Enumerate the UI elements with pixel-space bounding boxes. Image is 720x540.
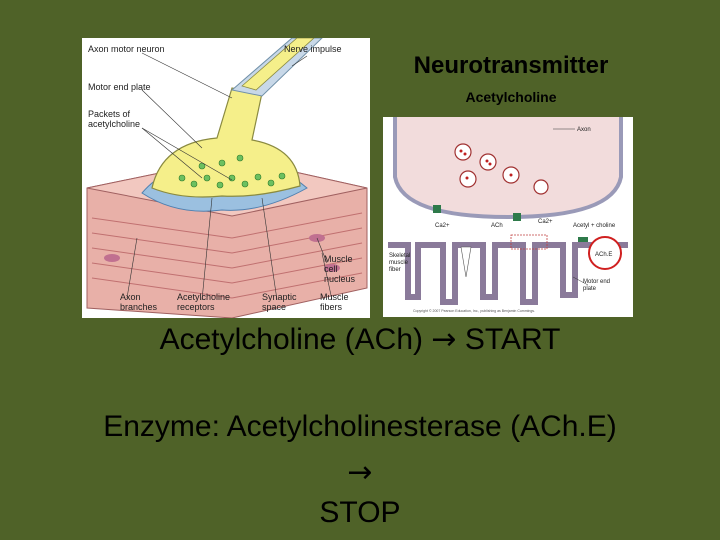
neuromuscular-junction-illustration: Axon motor neuron Nerve impulse Motor en… [86, 38, 368, 318]
ach-term: Acetylcholine (ACh) [159, 323, 424, 356]
label-axon-motor-neuron: Axon motor neuron [88, 44, 165, 54]
start-label: START [464, 323, 561, 356]
stop-label: STOP [319, 496, 401, 529]
label-ach-receptors-2: receptors [177, 302, 215, 312]
synapse-detail-illustration: Axon Ca2+ ACh Ca2+ Acetyl + choline Skel… [388, 117, 628, 313]
ache-highlight-circle [588, 236, 622, 270]
label-motor-end-1: Motor end [583, 279, 610, 285]
slide-title: Neurotransmitter [413, 52, 609, 79]
label-muscle-nucleus-1: Muscle [324, 254, 353, 264]
label-packets-1: Packets of [88, 109, 131, 119]
neuromuscular-junction-figure: Axon motor neuron Nerve impulse Motor en… [82, 38, 370, 318]
label-skeletal-2: muscle [389, 260, 409, 266]
label-ca-left: Ca2+ [435, 223, 450, 229]
label-synaptic-space-1: Synaptic [262, 292, 297, 302]
label-motor-end-2: plate [583, 286, 597, 292]
label-synaptic-space-2: space [262, 302, 286, 312]
label-muscle-nucleus-2: cell [324, 264, 338, 274]
label-ca-right: Ca2+ [538, 219, 553, 225]
label-ach-receptors-1: Acetylcholine [177, 292, 230, 302]
label-skeletal-3: fiber [389, 267, 401, 273]
right-arrow-icon: → [431, 322, 457, 357]
copyright-notice: Copyright © 2007 Pearson Education, Inc.… [413, 309, 535, 313]
label-acetyl-choline: Acetyl + choline [573, 223, 616, 229]
label-motor-end-plate: Motor end plate [88, 82, 151, 92]
ach-start-line: Acetylcholine (ACh) → START [0, 322, 720, 357]
label-axon-branches-2: branches [120, 302, 158, 312]
label-muscle-fibers-2: fibers [320, 302, 343, 312]
label-ache: ACh.E [595, 252, 612, 258]
label-muscle-fibers-1: Muscle [320, 292, 349, 302]
slide-subtitle: Acetylcholine [465, 89, 557, 105]
synapse-detail-figure: Axon Ca2+ ACh Ca2+ Acetyl + choline Skel… [383, 117, 633, 317]
label-muscle-nucleus-3: nucleus [324, 274, 356, 284]
label-axon: Axon [577, 127, 591, 133]
label-ach: ACh [491, 223, 503, 229]
label-axon-branches-1: Axon [120, 292, 141, 302]
enzyme-line: Enzyme: Acetylcholinesterase (ACh.E) [103, 410, 617, 443]
label-skeletal-1: Skeletal [389, 253, 410, 259]
label-nerve-impulse: Nerve impulse [284, 44, 342, 54]
label-packets-2: acetylcholine [88, 119, 140, 129]
right-arrow-icon: → [347, 455, 373, 490]
